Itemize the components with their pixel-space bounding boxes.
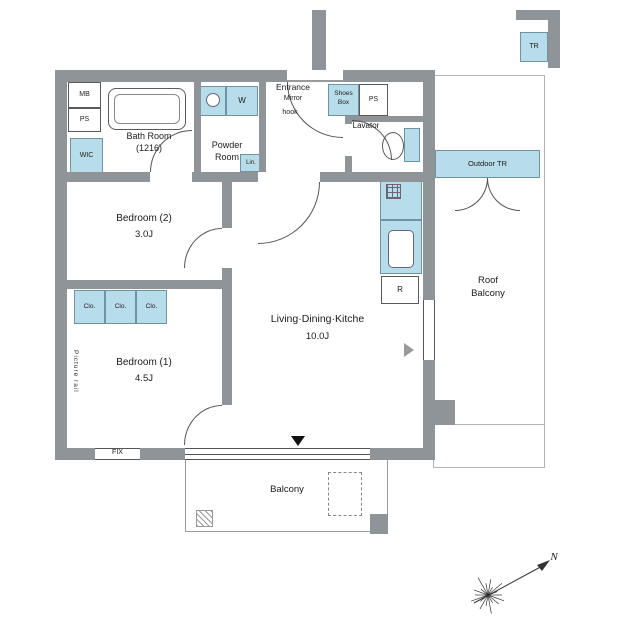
entrance-threshold — [287, 80, 343, 82]
refrigerator-label: R — [397, 285, 403, 294]
pipe-space-left — [68, 108, 101, 132]
wall-powder-hall — [259, 82, 266, 172]
balcony-hatch-block — [196, 510, 213, 527]
ac-unit-outline — [328, 472, 362, 516]
ldk-east-window — [423, 300, 435, 360]
ldk-door-arc — [258, 182, 320, 244]
wall-bath-powder — [194, 82, 201, 172]
powder-room-label-line2: Room — [214, 152, 239, 162]
pipe-space-right-label: PS — [368, 96, 379, 103]
washer-label: W — [238, 96, 246, 105]
building-footprint-extension — [433, 425, 545, 468]
ldk-label: Living·Dining·Kitche — [270, 313, 365, 325]
fix-window-label: FIX — [112, 449, 123, 456]
wall-lavatory-top — [345, 116, 423, 122]
kitchen-sink-icon — [388, 230, 414, 268]
wall-lavatory-stub-a — [345, 116, 352, 124]
bath-room-label: Bath Room — [126, 131, 172, 141]
mirror-label: Mirror — [283, 95, 303, 102]
picture-rail-label: Picture rail — [72, 350, 79, 393]
walk-in-closet-label: WIC — [79, 152, 94, 159]
walk-in-closet — [70, 138, 103, 174]
closet-3 — [136, 290, 167, 324]
closet-3-label: Clo. — [145, 303, 158, 310]
closet-1 — [74, 290, 105, 324]
entrance-label: Entrance — [275, 82, 311, 92]
wall-tr-vertical — [548, 10, 560, 68]
meter-box — [68, 82, 101, 108]
wall-tr-horizontal — [516, 10, 560, 20]
wall-divider-mid — [222, 268, 232, 405]
wall-top-right — [343, 70, 435, 82]
fix-window — [95, 448, 140, 460]
linen-cabinet-label: Lin. — [246, 160, 256, 166]
shoes-box-label-line2: Box — [337, 99, 350, 106]
roof-balcony-label-line1: Roof — [477, 275, 499, 286]
north-label: N — [550, 551, 558, 563]
pillar-roof-balcony — [433, 400, 455, 425]
wall-bedroom-divider — [67, 280, 232, 289]
bedroom1-size: 4.5J — [135, 373, 153, 384]
wall-bottom-a — [55, 448, 95, 460]
balcony-label: Balcony — [270, 484, 304, 495]
stove-icon — [386, 184, 401, 199]
wall-hall-a — [67, 172, 150, 182]
washer-space — [226, 86, 258, 116]
trunk-room-label: TR — [529, 43, 539, 50]
wall-top-left — [55, 70, 287, 82]
wall-bottom-c — [370, 448, 435, 460]
wall-right-bottom — [423, 360, 435, 460]
bath-room-size: (1216) — [135, 143, 162, 153]
closet-1-label: Clo. — [83, 303, 96, 310]
closet-2 — [105, 290, 136, 324]
window-mullion — [185, 454, 370, 455]
wall-bottom-b — [140, 448, 185, 460]
sliding-door-marker — [291, 436, 305, 446]
shoes-box-label-line1: Shoes — [334, 90, 353, 97]
powder-sink-bowl-icon — [206, 93, 220, 107]
wall-left — [55, 70, 67, 460]
powder-room-label-line1: Powder — [211, 140, 243, 150]
lavatory-label: Lavator — [352, 121, 380, 130]
outdoor-trunk-room — [435, 150, 540, 178]
bedroom1-door-arc — [184, 405, 222, 445]
pipe-space-right — [359, 84, 388, 116]
ldk-size: 10.0J — [305, 331, 330, 342]
pipe-space-left-label: PS — [79, 116, 90, 123]
bedroom2-label: Bedroom (2) — [116, 213, 172, 224]
outdoor-trunk-room-label: Outdoor TR — [467, 159, 508, 168]
pillar-balcony-end — [370, 514, 388, 534]
wall-lavatory-stub-b — [345, 156, 352, 172]
roof-balcony-outline — [433, 75, 545, 425]
wall-right-top — [423, 70, 435, 300]
hook-label: hook — [282, 109, 298, 116]
window-direction-marker — [404, 343, 414, 357]
wall-corridor-stub — [312, 10, 326, 70]
trunk-room — [520, 32, 548, 62]
wall-hall-c — [320, 172, 423, 182]
balcony-sliding-window — [185, 448, 370, 460]
meter-box-label: MB — [79, 91, 90, 98]
closet-2-label: Clo. — [114, 303, 127, 310]
bedroom1-label: Bedroom (1) — [116, 357, 172, 368]
toilet-tank-icon — [404, 128, 420, 162]
refrigerator-space — [381, 276, 419, 304]
wall-hall-b — [192, 172, 258, 182]
wall-divider-top — [222, 182, 232, 228]
bedroom2-size: 3.0J — [135, 229, 153, 240]
compass-icon — [470, 560, 550, 614]
roof-balcony-label-line2: Balcony — [471, 288, 505, 299]
bathtub-inner-icon — [114, 94, 180, 124]
